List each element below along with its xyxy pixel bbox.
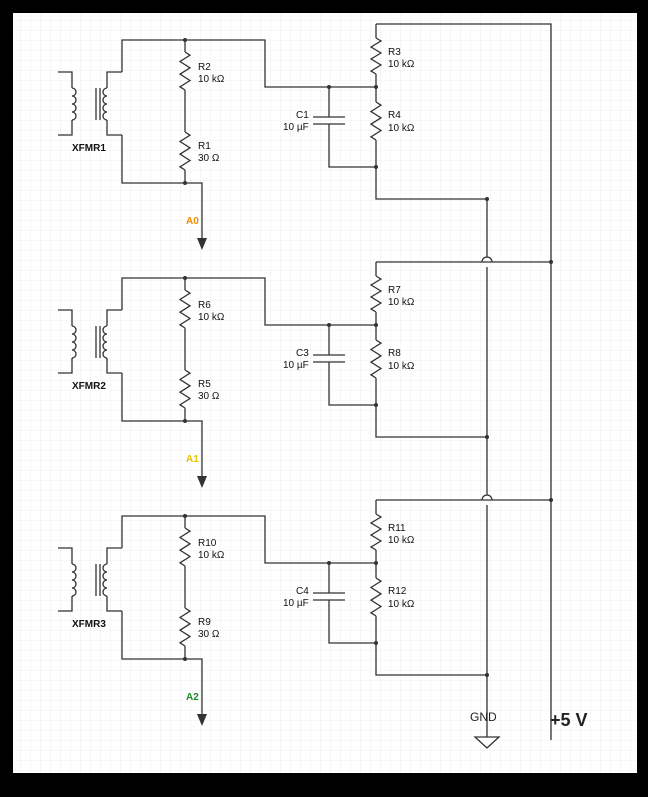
resistor-name: R6 [198,300,211,311]
resistor-name: R12 [388,586,407,597]
grid [13,13,637,773]
junction-dot [183,38,187,42]
junction-dot [374,403,378,407]
transformer-label: XFMR3 [72,619,106,630]
junction-dot [183,276,187,280]
resistor-R6 [178,289,192,329]
resistor-R1 [178,131,192,171]
wire [375,140,487,200]
resistor-value: 30 Ω [198,391,220,402]
resistor-name: R5 [198,379,211,390]
capacitor-name: C3 [296,348,309,359]
capacitor-value: 10 µF [283,360,309,371]
resistor-name: R4 [388,110,401,121]
ground-label: GND [470,710,497,724]
output-arrow [197,238,207,250]
resistor-R10 [178,527,192,567]
resistor-name: R8 [388,348,401,359]
resistor-R11 [369,513,383,551]
resistor-name: R1 [198,141,211,152]
resistor-R5 [178,369,192,409]
resistor-value: 30 Ω [198,629,220,640]
junction-dot [183,514,187,518]
resistor-R8 [369,339,383,379]
junction-dot [327,561,331,565]
junction-dot [374,561,378,565]
resistor-value: 10 kΩ [388,535,415,546]
junction-dot [374,85,378,89]
junction-dot [374,165,378,169]
resistor-R3 [369,37,383,75]
resistor-value: 30 Ω [198,153,220,164]
junction-dot [374,323,378,327]
junction-dot [183,181,187,185]
wire [328,362,376,406]
transformer-label: XFMR2 [72,381,106,392]
transformer-label: XFMR1 [72,143,106,154]
resistor-value: 10 kΩ [388,123,415,134]
junction-dot [374,641,378,645]
ground-symbol [473,736,501,749]
resistor-name: R9 [198,617,211,628]
junction-dot [183,657,187,661]
resistor-name: R2 [198,62,211,73]
wire [328,124,376,168]
output-arrow [197,714,207,726]
junction-dot [183,419,187,423]
resistor-name: R7 [388,285,401,296]
capacitor-value: 10 µF [283,122,309,133]
resistor-value: 10 kΩ [388,599,415,610]
capacitor-name: C1 [296,110,309,121]
junction-dot [327,323,331,327]
resistor-R7 [369,275,383,313]
resistor-value: 10 kΩ [198,550,225,561]
output-arrow [197,476,207,488]
wire [375,616,487,676]
resistor-value: 10 kΩ [198,312,225,323]
capacitor-name: C4 [296,586,309,597]
resistor-name: R11 [388,523,406,534]
resistor-R12 [369,577,383,617]
resistor-value: 10 kΩ [388,59,415,70]
wire-top [121,39,376,88]
resistor-name: R10 [198,538,217,549]
wire-top [121,515,376,564]
resistor-value: 10 kΩ [388,297,415,308]
output-label: A2 [186,692,199,703]
junction-dot [327,85,331,89]
resistor-R2 [178,51,192,91]
resistor-R4 [369,101,383,141]
resistor-value: 10 kΩ [198,74,225,85]
ground-rail: GND [470,199,501,749]
resistor-name: R3 [388,47,401,58]
transformer-2: XFMR2 [58,309,122,392]
transformer-3: XFMR3 [58,547,122,630]
resistor-R9 [178,607,192,647]
supply-label: +5 V [550,710,588,730]
transformer-1: XFMR1 [58,71,122,154]
resistor-value: 10 kΩ [388,361,415,372]
wire [375,378,487,438]
output-label: A1 [186,454,199,465]
wire-top [121,277,376,326]
supply-rail: +5 V [376,23,588,740]
wire [328,600,376,644]
output-label: A0 [186,216,199,227]
capacitor-value: 10 µF [283,598,309,609]
